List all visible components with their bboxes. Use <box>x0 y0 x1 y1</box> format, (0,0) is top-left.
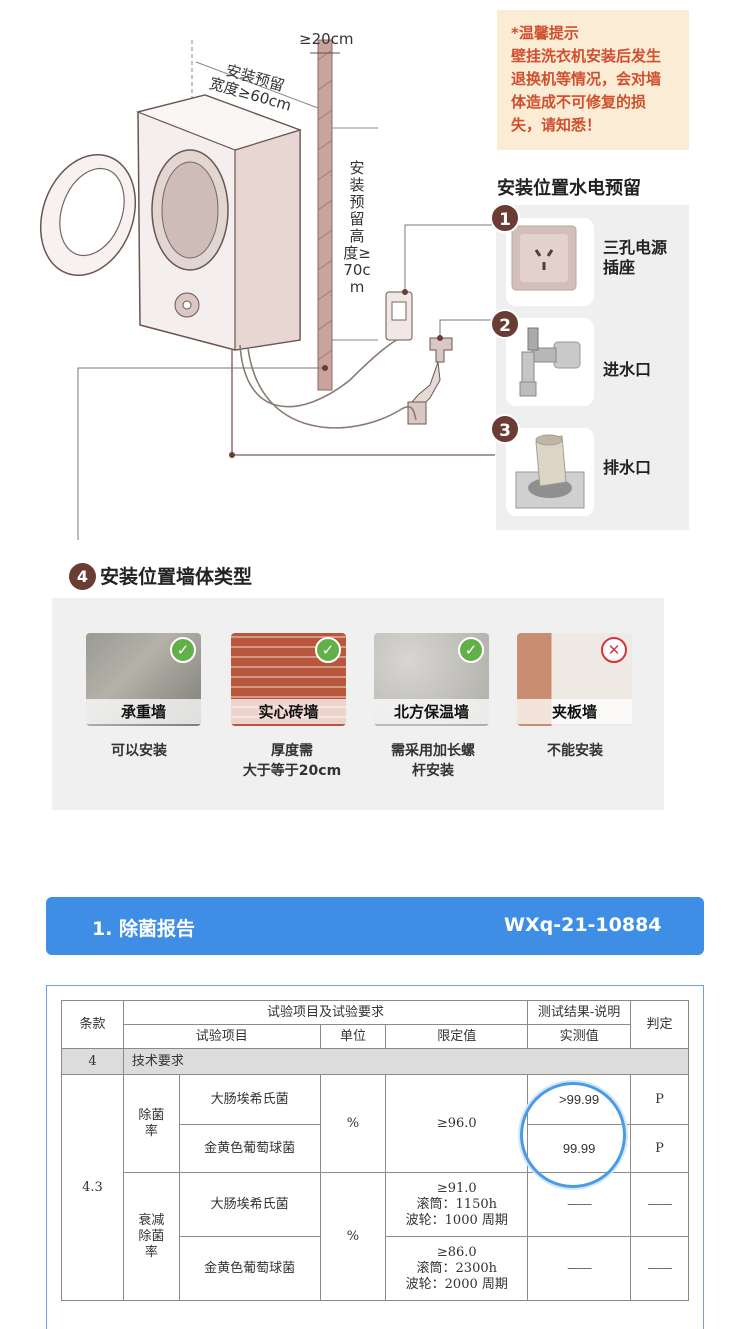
prep-label-drain: 排水口 <box>603 458 652 477</box>
prep-item-socket <box>506 218 594 306</box>
report-id: WXq-21-10884 <box>504 914 662 936</box>
row-clause: 4.3 <box>61 1074 124 1301</box>
prep-label-inlet: 进水口 <box>603 360 652 379</box>
height-requirement-label: 安装预留高度≥70cm <box>343 159 371 296</box>
prep-num-2: 2 <box>490 309 520 339</box>
faucet-icon <box>519 327 581 397</box>
group1-item1-judge: P <box>630 1074 689 1125</box>
check-icon: ✓ <box>458 637 484 663</box>
group2-item2-judge: —— <box>630 1236 689 1301</box>
installation-diagram: ≥20cm 安装预留 宽度≥60cm 安装预留高度≥70cm *温馨提示 壁挂洗… <box>0 0 750 540</box>
prep-label-socket: 三孔电源 插座 <box>603 238 668 277</box>
prep-item-drain <box>506 428 594 516</box>
th-measured: 实测值 <box>527 1024 632 1049</box>
group2-item1-name: 大肠埃希氏菌 <box>178 1172 321 1237</box>
group1-name: 除菌 率 <box>122 1074 180 1173</box>
group2-item2-value: —— <box>527 1236 632 1301</box>
group2-item2-limit: ≥86.0 滚筒：2300h 波轮：2000 周期 <box>385 1236 529 1301</box>
th-judge: 判定 <box>630 1000 689 1049</box>
wall-name: 夹板墙 <box>517 699 632 724</box>
group2-name: 衰减 除菌 率 <box>122 1172 180 1301</box>
wall-section-title: 安装位置墙体类型 <box>100 566 253 588</box>
th-limit: 限定值 <box>385 1024 529 1049</box>
warning-text: *温馨提示 壁挂洗衣机安装后发生退换机等情况，会对墙体造成不可修复的损失，请知悉… <box>511 24 662 134</box>
group1-item1-name: 大肠埃希氏菌 <box>178 1074 321 1125</box>
prep-num-1: 1 <box>490 203 520 233</box>
group2-item2-name: 金黄色葡萄球菌 <box>178 1236 321 1301</box>
prep-num-3: 3 <box>490 414 520 444</box>
wall-note-plywood: 不能安装 <box>547 743 603 759</box>
th-test-items-req: 试验项目及试验要求 <box>122 1000 529 1025</box>
gap-dimension-label: ≥20cm <box>299 30 354 48</box>
wall-name: 北方保温墙 <box>374 699 489 724</box>
group1-item2-judge: P <box>630 1124 689 1173</box>
section-name: 技术要求 <box>122 1048 690 1075</box>
cross-icon: ✕ <box>601 637 627 663</box>
wall-note-brick: 厚度需 大于等于20cm <box>242 743 342 779</box>
group2-unit: % <box>319 1172 387 1301</box>
report-header-bar <box>46 897 704 955</box>
th-result-desc: 测试结果-说明 <box>527 1000 632 1025</box>
wall-name: 承重墙 <box>86 699 201 724</box>
wall-card-brick: ✓ 实心砖墙 <box>231 633 346 726</box>
wall-card-plywood: ✕ 夹板墙 <box>517 633 632 726</box>
check-icon: ✓ <box>170 637 196 663</box>
wall-section-num: 4 <box>69 563 96 590</box>
group1-unit: % <box>319 1074 387 1173</box>
highlight-circle <box>520 1082 626 1188</box>
section-clause: 4 <box>61 1048 124 1075</box>
report-title: 1. 除菌报告 <box>92 918 196 940</box>
power-socket-icon <box>511 225 577 291</box>
washer-wall-illustration <box>39 39 497 540</box>
wall-name: 实心砖墙 <box>231 699 346 724</box>
th-unit: 单位 <box>319 1024 387 1049</box>
wall-note-insulation: 需采用加长螺 杆安装 <box>391 743 475 779</box>
group2-item1-limit: ≥91.0 滚筒：1150h 波轮：1000 周期 <box>385 1172 529 1237</box>
group1-limit: ≥96.0 <box>385 1074 529 1173</box>
wall-card-load-bearing: ✓ 承重墙 <box>86 633 201 726</box>
wall-card-insulation: ✓ 北方保温墙 <box>374 633 489 726</box>
prep-title: 安装位置水电预留 <box>497 178 641 199</box>
wall-note-load-bearing: 可以安装 <box>111 743 167 759</box>
th-test-item: 试验项目 <box>122 1024 321 1049</box>
group2-item1-judge: —— <box>630 1172 689 1237</box>
warning-note: *温馨提示 壁挂洗衣机安装后发生退换机等情况，会对墙体造成不可修复的损失，请知悉… <box>497 10 689 150</box>
prep-item-inlet <box>506 318 594 406</box>
group1-item2-name: 金黄色葡萄球菌 <box>178 1124 321 1173</box>
floor-drain-icon <box>515 434 585 509</box>
th-clause: 条款 <box>61 1000 124 1049</box>
check-icon: ✓ <box>315 637 341 663</box>
